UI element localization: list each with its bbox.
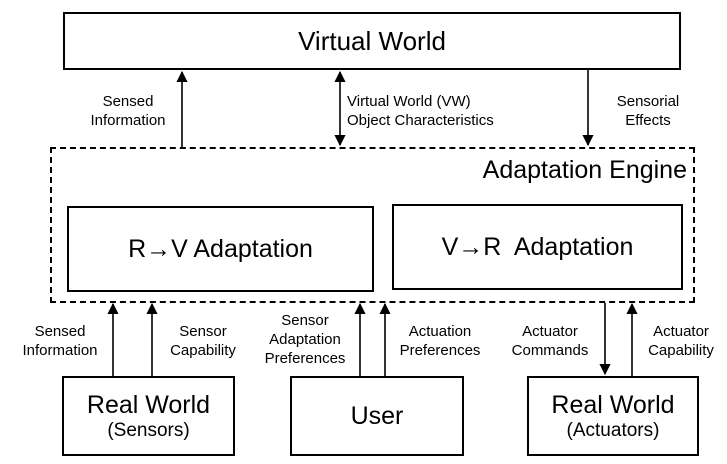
- real-world-sensors-sub: (Sensors): [107, 420, 190, 441]
- label-line: Actuator: [522, 323, 578, 340]
- label-line: Capability: [648, 342, 714, 359]
- r2v-adaptation-label: R→V Adaptation: [128, 234, 313, 263]
- real-world-actuators-sub: (Actuators): [566, 420, 660, 441]
- label-line: Information: [22, 342, 98, 359]
- label-line: Preferences: [399, 342, 481, 359]
- label-line: Sensed: [102, 93, 154, 110]
- label-line: Sensed: [34, 323, 86, 340]
- r2v-adaptation-box: R→V Adaptation: [67, 206, 374, 292]
- real-world-actuators-title: Real World: [551, 391, 675, 419]
- label-line: Sensor: [179, 323, 227, 340]
- adaptation-engine-box: [50, 147, 695, 303]
- label-line: Effects: [625, 112, 671, 129]
- label-sensor-adaptation-preferences: Sensor Adaptation Preferences: [255, 311, 355, 368]
- label-line: Adaptation: [269, 331, 341, 348]
- label-line: Sensor: [281, 312, 329, 329]
- label-line: Sensorial: [616, 93, 680, 110]
- v2r-adaptation-label: V→R Adaptation: [441, 232, 634, 261]
- real-world-actuators-box: Real World (Actuators): [527, 376, 699, 456]
- label-sensed-information-bottom: Sensed Information: [10, 322, 110, 360]
- label-line: Actuator: [653, 323, 709, 340]
- label-line: Information: [90, 112, 166, 129]
- label-sensor-capability: Sensor Capability: [158, 322, 248, 360]
- label-actuator-capability: Actuator Capability: [636, 322, 726, 360]
- virtual-world-box: Virtual World: [63, 12, 681, 70]
- real-world-sensors-box: Real World (Sensors): [62, 376, 235, 456]
- user-title: User: [350, 401, 404, 430]
- label-line: Actuation: [408, 323, 472, 340]
- label-line: Preferences: [264, 350, 346, 367]
- real-world-sensors-title: Real World: [86, 391, 211, 419]
- label-vw-object-characteristics: Virtual World (VW) Object Characteristic…: [347, 92, 494, 130]
- label-line: Virtual World (VW): [347, 93, 471, 110]
- label-line: Capability: [170, 342, 236, 359]
- label-sensed-information-top: Sensed Information: [78, 92, 178, 130]
- label-line: Object Characteristics: [347, 112, 494, 129]
- v2r-adaptation-box: V→R Adaptation: [392, 204, 683, 290]
- label-actuation-preferences: Actuation Preferences: [390, 322, 490, 360]
- label-line: Commands: [511, 342, 589, 359]
- user-box: User: [290, 376, 464, 456]
- adaptation-engine-title: Adaptation Engine: [482, 156, 687, 184]
- label-actuator-commands: Actuator Commands: [500, 322, 600, 360]
- virtual-world-title: Virtual World: [298, 25, 446, 56]
- label-sensorial-effects: Sensorial Effects: [598, 92, 698, 130]
